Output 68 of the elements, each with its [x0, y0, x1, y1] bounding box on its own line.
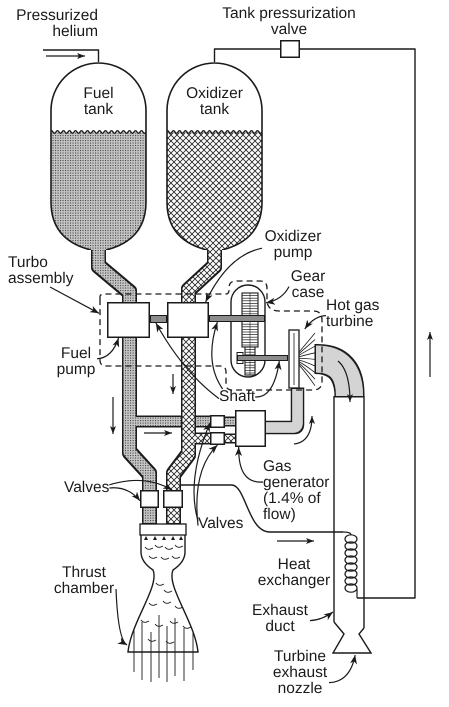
leader-line [109, 480, 172, 491]
leader-line [196, 444, 218, 526]
leader-line [155, 322, 220, 400]
leader-line [310, 612, 334, 622]
callout-text: Exhaust duct [250, 603, 310, 635]
exhaust-nozzle [332, 621, 372, 655]
callout-text: Fuel pump [55, 346, 97, 378]
propellant-pipe [182, 338, 194, 438]
leader-line [96, 338, 120, 360]
callout-text: Oxidizer pump [262, 229, 324, 261]
propellant-pipe [168, 438, 194, 485]
propellant-pipe [194, 434, 210, 443]
leader-line [211, 322, 224, 390]
valve-block [210, 432, 225, 445]
shaft [150, 315, 167, 323]
tank-label: Oxidizer tank [186, 86, 243, 118]
leader-line [304, 315, 326, 330]
leader-line [50, 286, 100, 314]
callout-text: Turbine exhaust nozzle [271, 649, 329, 697]
leader-line [193, 422, 211, 521]
valve-block [163, 490, 183, 508]
callout-text: Turbo assembly [8, 255, 78, 287]
tank-label: Fuel tank [82, 86, 115, 118]
generator-housing [235, 410, 266, 447]
pipe-line [300, 48, 416, 599]
leader-line [235, 447, 264, 483]
thrust-chamber [127, 523, 200, 683]
propellant-pipe [124, 422, 156, 490]
valve-block [140, 490, 159, 508]
propellant-pipe [92, 250, 136, 302]
turbine-wheel [288, 329, 316, 389]
valve-symbol [280, 40, 300, 58]
pump-housing [167, 302, 209, 338]
propellant-pipe [144, 508, 156, 523]
propellant-tank [166, 62, 263, 250]
leader-line [115, 588, 128, 646]
gas-pipe [266, 389, 303, 433]
callout-text: Valves [198, 516, 244, 532]
callout-text: Thrust chamber [52, 565, 116, 597]
assembly-outline [99, 280, 323, 391]
callout-text: Valves [64, 480, 110, 496]
propellant-pipe [168, 508, 180, 523]
callout-text: Gas generator (1.4% of flow) [263, 459, 333, 523]
exhaust-duct [333, 396, 366, 629]
part-label: Tank pressurization valve [221, 6, 357, 38]
leader-line [255, 360, 282, 398]
propellant-pipe [225, 435, 235, 442]
part-label: Pressurized helium [15, 8, 98, 40]
pipe-line [43, 49, 100, 62]
pipe-line [214, 48, 280, 62]
leader-line [328, 654, 357, 684]
callout-text: Gear case [289, 269, 327, 301]
leader-line [205, 248, 262, 302]
propellant-pipe [225, 418, 235, 425]
leader-line [266, 286, 290, 304]
leader-line [109, 487, 140, 502]
callout-text: Hot gas turbine [326, 298, 383, 330]
propellant-tank [50, 62, 147, 250]
valve-block [210, 415, 225, 428]
propellant-pipe [168, 485, 180, 490]
callout-text: Shaft [219, 389, 256, 405]
part-label: Heat exchanger [256, 557, 332, 589]
heat-exchanger-coil [343, 530, 359, 598]
propellant-pipe [182, 250, 220, 302]
shaft [237, 355, 288, 361]
pump-housing [107, 302, 150, 338]
shaft [209, 315, 265, 322]
pipe-line [181, 484, 343, 533]
